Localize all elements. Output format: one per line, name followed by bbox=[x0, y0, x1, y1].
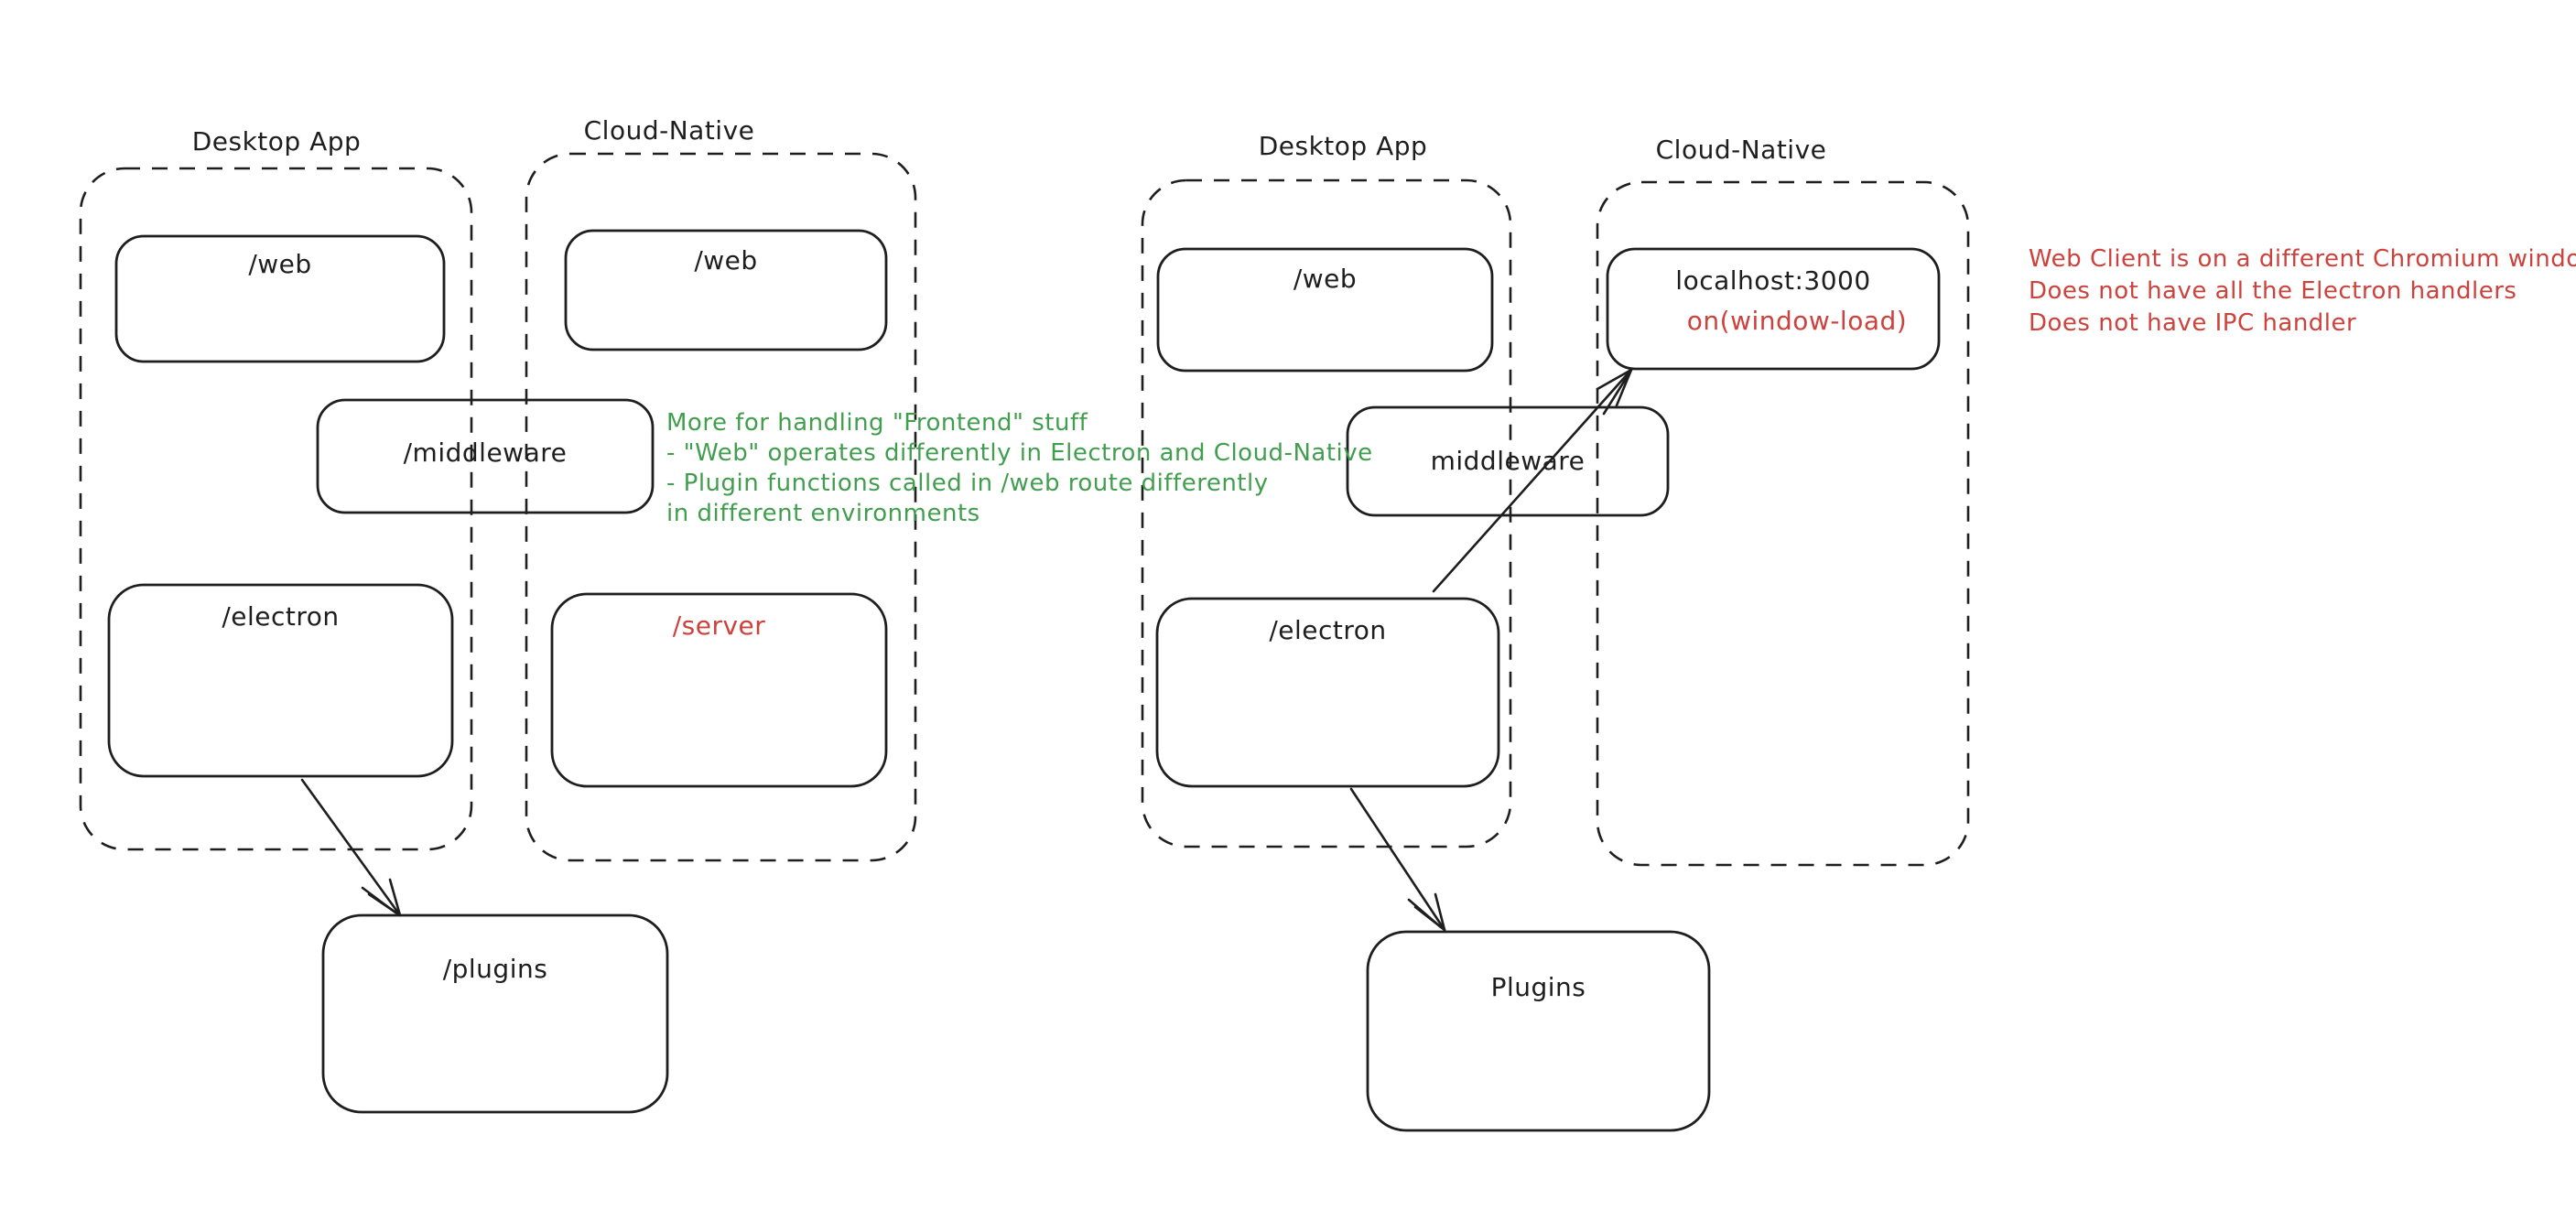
left-middleware-label: /middleware bbox=[403, 438, 568, 468]
left-cloud-web-box bbox=[564, 229, 888, 351]
green-annotation-line: in different environments bbox=[666, 500, 980, 527]
right-plugins-box bbox=[1366, 930, 1711, 1132]
right-electron-box bbox=[1155, 597, 1500, 788]
right-window-load-label: on(window-load) bbox=[1686, 306, 1908, 336]
red-annotation-line: Web Client is on a different Chromium wi… bbox=[2029, 245, 2576, 273]
green-annotation-line: - "Web" operates differently in Electron… bbox=[666, 439, 1373, 467]
left-plugins-label: /plugins bbox=[442, 954, 548, 984]
arrow-right-electron-to-plugins bbox=[1349, 787, 1446, 932]
left-server-box bbox=[550, 592, 888, 788]
right-desktop-app-container bbox=[1141, 178, 1512, 848]
right-plugins-label: Plugins bbox=[1490, 972, 1586, 1002]
right-cloud-native-container bbox=[1596, 180, 1970, 867]
left-electron-label: /electron bbox=[222, 601, 340, 632]
right-cloud-native-title: Cloud-Native bbox=[1655, 135, 1827, 165]
right-middleware-box bbox=[1346, 405, 1670, 517]
right-electron-label: /electron bbox=[1269, 615, 1387, 645]
right-web-box bbox=[1156, 247, 1494, 373]
left-desktop-app-title: Desktop App bbox=[191, 126, 362, 157]
left-desktop-app-container bbox=[79, 167, 473, 851]
left-plugins-box bbox=[321, 913, 669, 1114]
green-annotation-line: More for handling "Frontend" stuff bbox=[666, 409, 1088, 437]
left-middleware-box bbox=[316, 398, 655, 514]
left-web-box bbox=[114, 234, 446, 363]
left-cloud-web-label: /web bbox=[694, 245, 758, 276]
green-annotation-line: - Plugin functions called in /web route … bbox=[666, 470, 1269, 497]
right-localhost-box bbox=[1606, 247, 1941, 371]
right-web-label: /web bbox=[1293, 264, 1358, 294]
left-electron-box bbox=[107, 583, 454, 778]
red-annotation-line: Does not have IPC handler bbox=[2029, 309, 2357, 337]
left-web-label: /web bbox=[248, 249, 312, 279]
left-cloud-native-container bbox=[525, 152, 917, 862]
arrow-left-electron-to-plugins bbox=[300, 778, 402, 917]
arrow-right-electron-to-localhost bbox=[1432, 368, 1633, 593]
left-server-label: /server bbox=[672, 611, 766, 641]
red-annotation-line: Does not have all the Electron handlers bbox=[2029, 277, 2517, 305]
green-annotation: More for handling "Frontend" stuff - "We… bbox=[666, 409, 1373, 530]
right-desktop-app-title: Desktop App bbox=[1258, 131, 1428, 161]
red-annotation: Web Client is on a different Chromium wi… bbox=[2029, 245, 2576, 341]
right-middleware-label: middleware bbox=[1430, 446, 1586, 476]
right-localhost-label: localhost:3000 bbox=[1675, 265, 1871, 296]
left-cloud-native-title: Cloud-Native bbox=[583, 115, 755, 146]
